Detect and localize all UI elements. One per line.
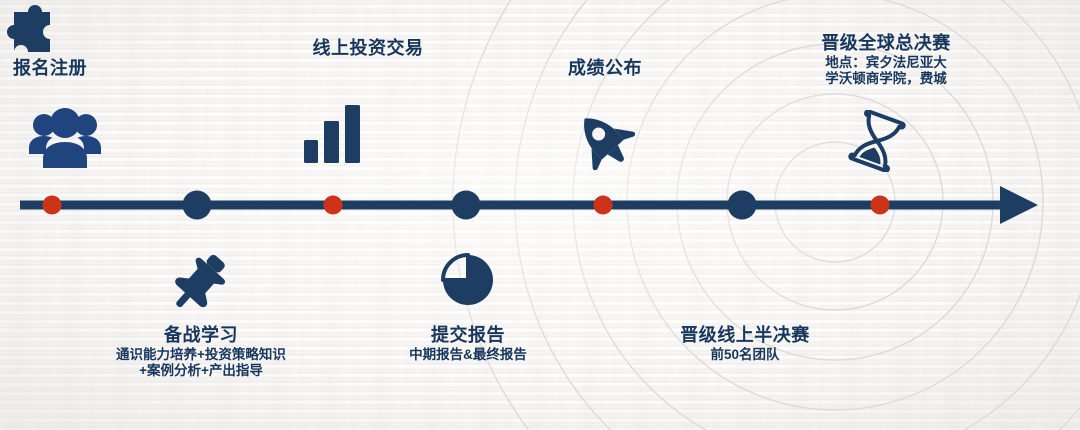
- milestone-online-trading-label: 线上投资交易: [268, 38, 468, 60]
- milestone-study-title: 备战学习: [164, 325, 238, 345]
- puzzle-piece-icon: [0, 0, 62, 67]
- milestone-semifinal-label: 晋级线上半决赛 前50名团队: [645, 325, 845, 363]
- milestone-online-trading-title: 线上投资交易: [312, 38, 424, 58]
- timeline-node-1: [42, 195, 62, 215]
- milestone-results-title: 成绩公布: [568, 58, 642, 78]
- milestone-signup-title: 报名注册: [13, 58, 87, 78]
- rocket-icon: [573, 110, 636, 171]
- milestone-signup-label: 报名注册: [13, 58, 87, 80]
- milestone-submit-report-subtitle: 中期报告&最终报告: [409, 346, 527, 362]
- milestone-global-final-subtitle-line1: 地点：宾夕法尼亚大: [825, 54, 947, 70]
- timeline-node-2: [182, 190, 212, 220]
- pushpin-icon: [165, 250, 237, 316]
- timeline-node-3: [323, 195, 343, 215]
- milestone-global-final-subtitle-line2: 学沃顿商学院，费城: [825, 71, 947, 87]
- people-group-icon: [27, 108, 103, 170]
- hourglass-icon: [846, 109, 908, 173]
- timeline-shaft: [20, 200, 1020, 210]
- pie-chart-icon: [441, 253, 495, 307]
- milestone-results-label: 成绩公布: [525, 58, 685, 80]
- bar-chart-icon: [303, 103, 363, 165]
- milestone-study-label: 备战学习 通识能力培养+投资策略知识 +案例分析+产出指导: [41, 325, 361, 380]
- milestone-study-subtitle-line1: 通识能力培养+投资策略知识: [116, 346, 286, 362]
- timeline-node-6: [727, 190, 757, 220]
- milestone-submit-report-label: 提交报告 中期报告&最终报告: [378, 325, 558, 363]
- timeline-node-5: [593, 195, 613, 215]
- milestone-semifinal-title: 晋级线上半决赛: [680, 325, 810, 345]
- milestone-study-subtitle-line2: +案例分析+产出指导: [139, 363, 263, 379]
- timeline-node-7: [870, 195, 890, 215]
- milestone-semifinal-subtitle: 前50名团队: [710, 346, 780, 362]
- timeline-node-4: [451, 190, 481, 220]
- milestone-submit-report-title: 提交报告: [431, 325, 505, 345]
- milestone-global-final-title: 晋级全球总决赛: [821, 33, 951, 53]
- timeline-arrowhead: [1000, 186, 1038, 224]
- milestone-global-final-label: 晋级全球总决赛 地点：宾夕法尼亚大 学沃顿商学院，费城: [786, 33, 986, 88]
